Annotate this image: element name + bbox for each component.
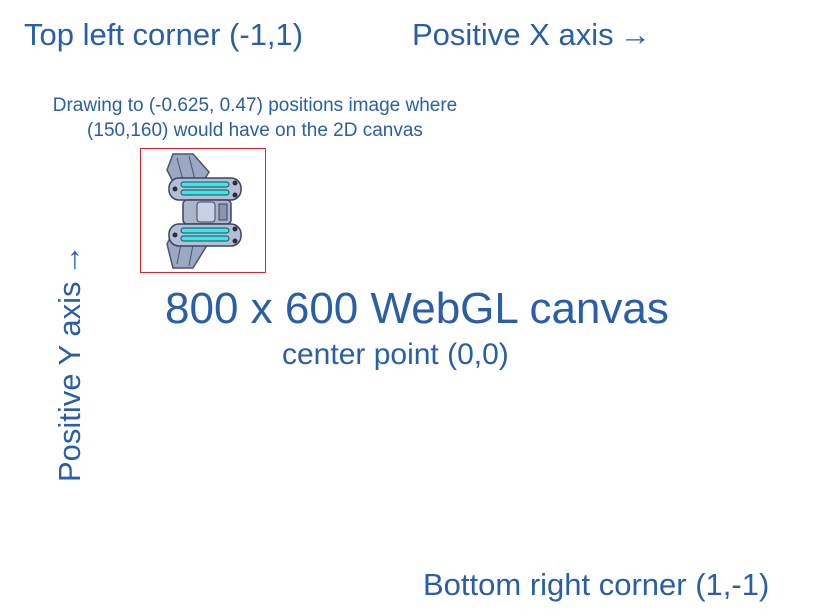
y-axis-text: Positive Y axis bbox=[52, 281, 87, 482]
y-axis-arrow-icon: → bbox=[52, 244, 87, 276]
center-point-label: center point (0,0) bbox=[282, 338, 509, 371]
x-axis-text: Positive X axis bbox=[412, 17, 614, 52]
positive-x-axis-label: Positive X axis→ bbox=[412, 19, 651, 50]
top-left-corner-label: Top left corner (-1,1) bbox=[24, 17, 304, 52]
spaceship-sprite-icon bbox=[166, 153, 242, 269]
sprite-image-box bbox=[140, 148, 266, 273]
description-line-1: Drawing to (-0.625, 0.47) positions imag… bbox=[52, 95, 458, 116]
canvas-title: 800 x 600 WebGL canvas bbox=[165, 284, 669, 333]
positive-y-axis-label: Positive Y axis → bbox=[52, 244, 87, 482]
position-description: Drawing to (-0.625, 0.47) positions imag… bbox=[10, 94, 500, 143]
bottom-right-corner-label: Bottom right corner (1,-1) bbox=[423, 567, 770, 602]
description-line-2: (150,160) would have on the 2D canvas bbox=[87, 119, 423, 141]
x-axis-arrow-icon: → bbox=[619, 17, 651, 52]
